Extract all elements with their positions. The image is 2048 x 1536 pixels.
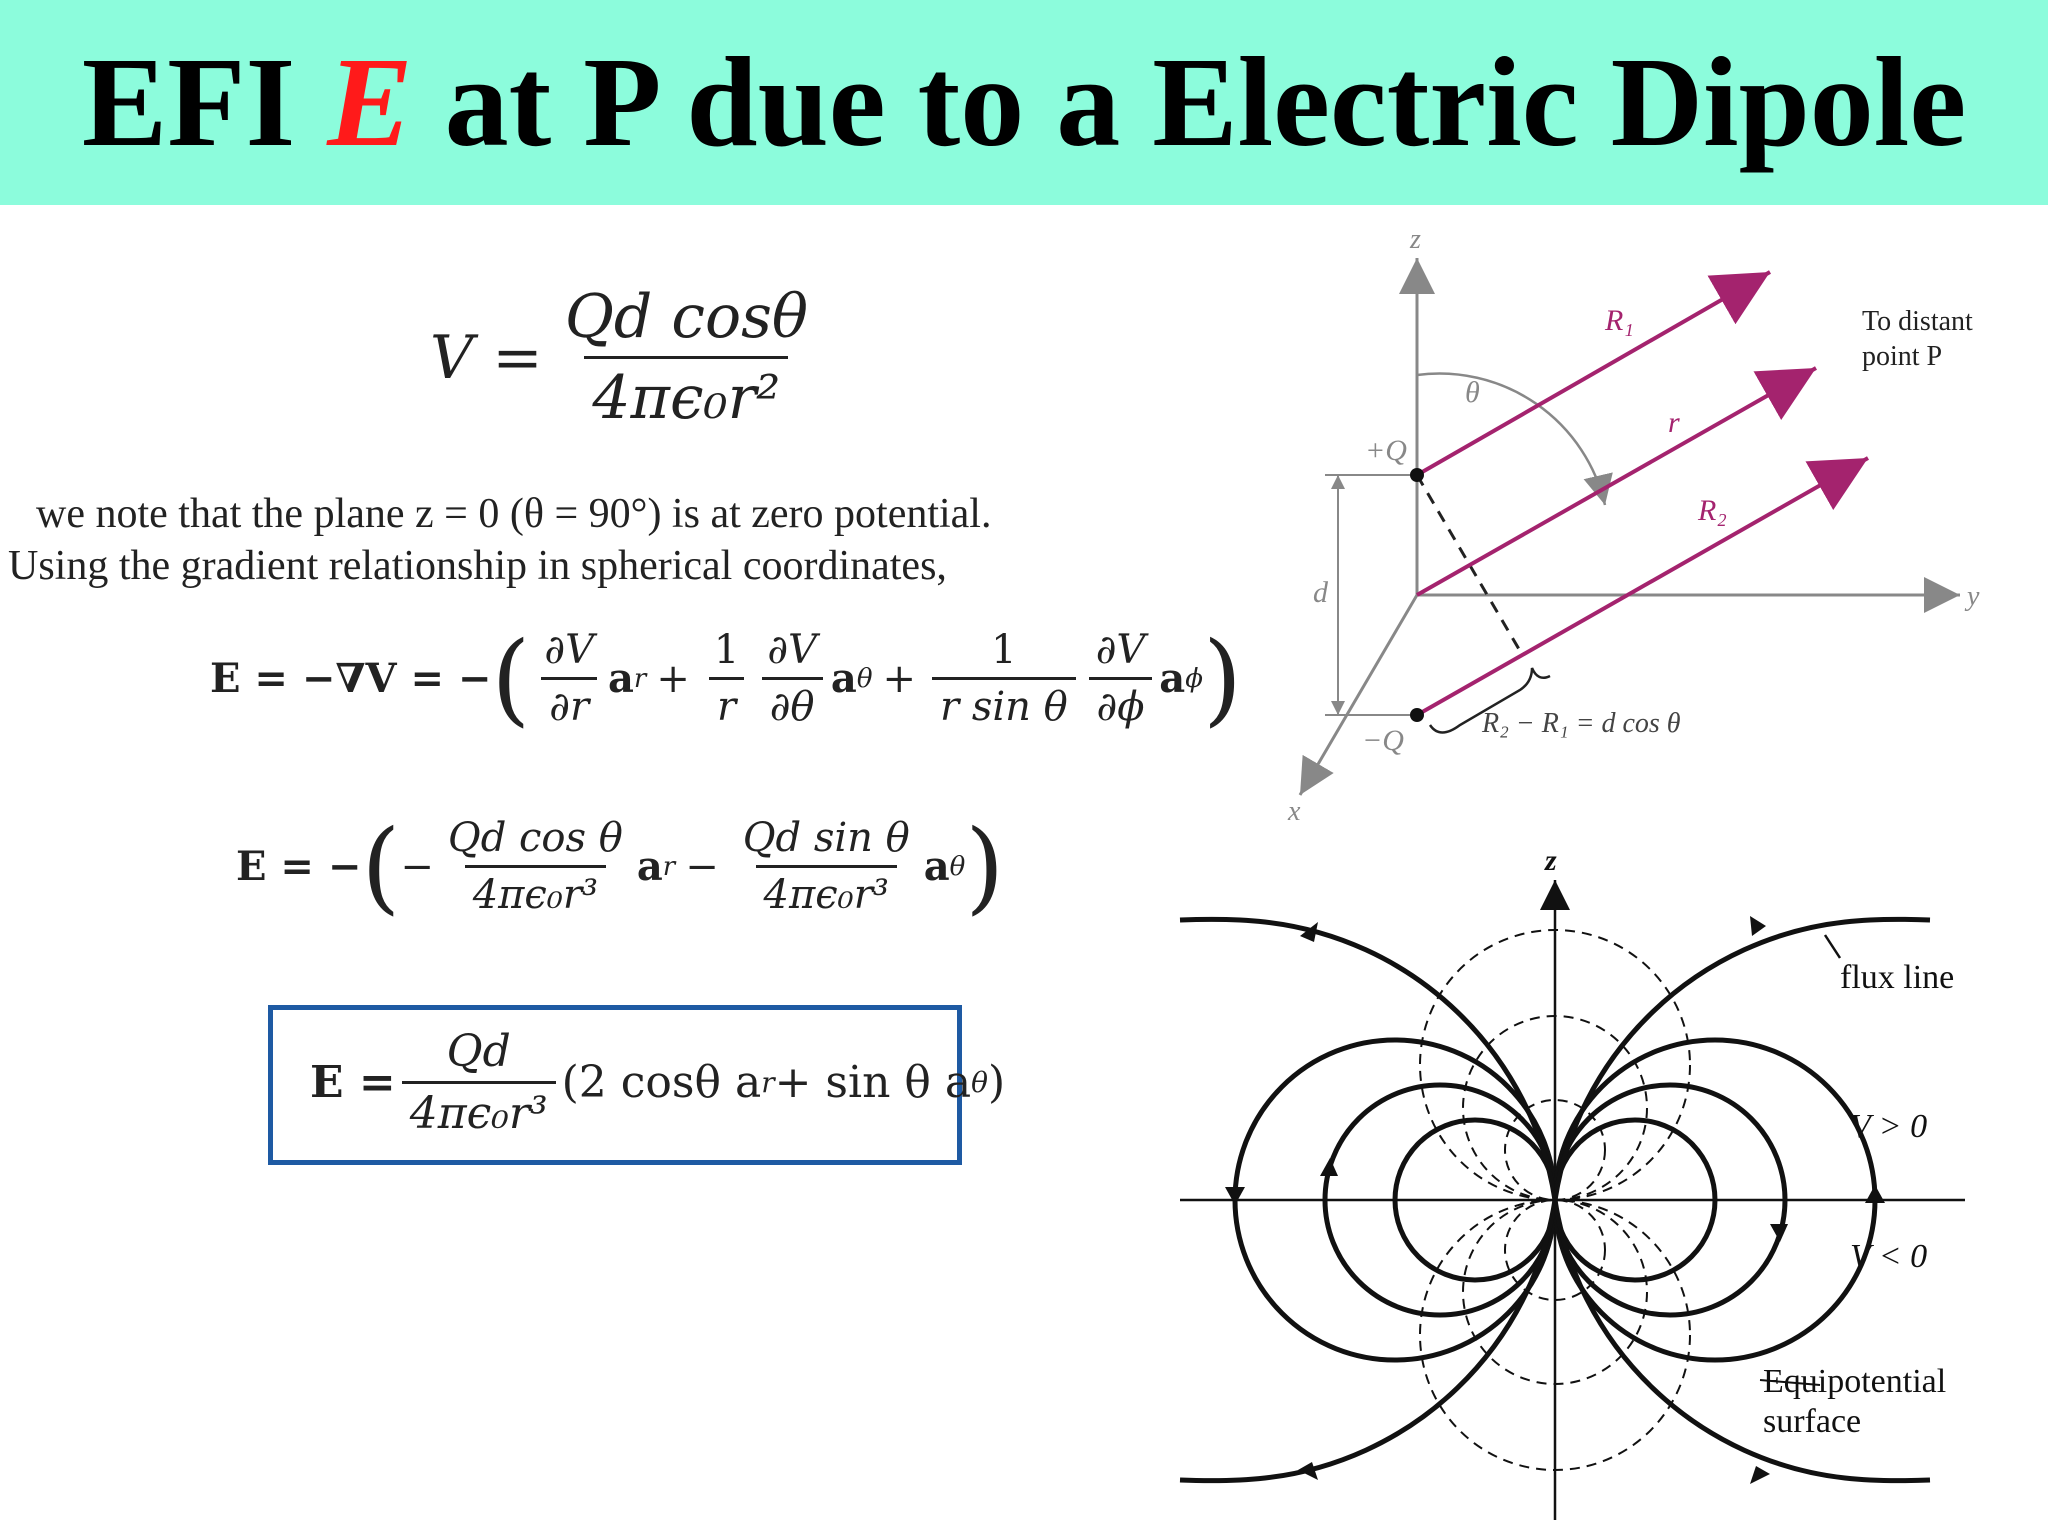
final-rhs-sub: r bbox=[761, 1066, 775, 1099]
grad-t2-vec: a bbox=[830, 655, 857, 702]
distant-point-line1: To distant bbox=[1862, 306, 1973, 337]
grad-t2-num: ∂V bbox=[767, 627, 817, 673]
top-axis-y-label: y bbox=[1964, 581, 1980, 612]
plus-charge bbox=[1410, 468, 1424, 482]
grad-t2-sub: θ bbox=[856, 663, 873, 694]
equation-potential: V = Qd cosθ 4πϵ₀r² bbox=[430, 282, 822, 433]
title-highlight: E bbox=[327, 31, 413, 173]
flux-line-label: flux line bbox=[1840, 959, 1954, 996]
grad-t1-den: ∂r bbox=[541, 677, 598, 730]
e1-t2-den: 4πϵ₀r³ bbox=[755, 865, 897, 918]
grad-t2-den: ∂θ bbox=[761, 677, 823, 730]
r-label: r bbox=[1668, 406, 1680, 439]
r2-vector bbox=[1416, 456, 1869, 717]
top-axis-x-label: x bbox=[1287, 796, 1301, 827]
v-positive-label: V > 0 bbox=[1850, 1108, 1927, 1145]
e1-t2-sub: θ bbox=[949, 851, 966, 882]
title-prefix: EFI bbox=[81, 31, 296, 173]
grad-t2-pre-num: 1 bbox=[713, 627, 740, 673]
e1-t1-sub: r bbox=[662, 851, 676, 882]
grad-t3-num: ∂V bbox=[1095, 627, 1146, 673]
grad-t3-den: ∂ϕ bbox=[1088, 677, 1153, 730]
plus-q-label: +Q bbox=[1365, 434, 1407, 467]
equation-potential-num: Qd cosθ bbox=[564, 282, 808, 352]
bottom-axis-z-label: z bbox=[1544, 844, 1557, 877]
grad-t2-pre-den: r bbox=[709, 677, 745, 730]
e1-t2-num: Qd sin θ bbox=[742, 815, 910, 861]
grad-t1-num: ∂V bbox=[544, 627, 594, 673]
title-suffix: at P due to a Electric Dipole bbox=[444, 31, 1967, 173]
equation-potential-den: 4πϵ₀r² bbox=[584, 356, 789, 433]
paragraph-line-2: Using the gradient relationship in spher… bbox=[8, 543, 947, 589]
equation-final-lhs: E = bbox=[310, 1057, 396, 1108]
grad-t1-sub: r bbox=[633, 663, 647, 694]
r1-label: R₁ bbox=[1604, 304, 1634, 337]
final-rhs-end: ) bbox=[987, 1057, 1006, 1108]
final-equation-box bbox=[268, 1005, 962, 1165]
distant-point-line2: point P bbox=[1862, 341, 1942, 372]
top-axis-z-label: z bbox=[1409, 224, 1421, 255]
grad-t1-vec: a bbox=[608, 655, 634, 702]
r-vector bbox=[1416, 366, 1817, 597]
final-rhs-mid: + sin θ a bbox=[774, 1057, 972, 1108]
final-den: 4πϵ₀r³ bbox=[401, 1081, 556, 1139]
equation-e-expanded-lhs: E = − bbox=[236, 843, 362, 890]
grad-t3-pre-num: 1 bbox=[991, 627, 1017, 673]
dipole-field-diagram: z flux line V > 0 V < 0 Equipotential su… bbox=[1179, 844, 1965, 1520]
slide-title: EFI E at P due to a Electric Dipole bbox=[0, 0, 2048, 205]
theta-label: θ bbox=[1465, 376, 1480, 409]
v-negative-label: V < 0 bbox=[1850, 1238, 1927, 1275]
e1-t2-vec: a bbox=[923, 843, 950, 890]
title-bar bbox=[0, 0, 2048, 205]
r1-vector bbox=[1416, 270, 1771, 477]
e1-t1-vec: a bbox=[636, 843, 663, 890]
equipotential-label-line1: Equipotential bbox=[1763, 1363, 1946, 1400]
e1-t1-num: Qd cos θ bbox=[447, 815, 623, 861]
grad-t3-sub: ϕ bbox=[1185, 663, 1203, 694]
path-difference-label: R₂ − R₁ = d cos θ bbox=[1481, 708, 1681, 739]
r2-label: R₂ bbox=[1697, 494, 1727, 527]
equation-gradient-lhs: E = −∇V = − bbox=[210, 655, 492, 702]
e1-t1-den: 4πϵ₀r³ bbox=[464, 865, 607, 918]
grad-t3-vec: a bbox=[1159, 655, 1186, 702]
x-axis bbox=[1298, 594, 1419, 796]
final-num: Qd bbox=[446, 1026, 511, 1077]
equipotential-label-line2: surface bbox=[1763, 1403, 1861, 1440]
grad-t3-pre-den: r sin θ bbox=[932, 677, 1076, 730]
final-rhs: (2 cosθ a bbox=[561, 1057, 762, 1108]
paragraph-line-1: we note that the plane z = 0 (θ = 90°) i… bbox=[36, 491, 992, 537]
d-label: d bbox=[1313, 576, 1329, 609]
final-rhs-sub2: θ bbox=[971, 1066, 988, 1099]
equation-potential-lhs: V = bbox=[430, 322, 543, 393]
dipole-geometry-diagram: z y x +Q −Q d θ R₁ r R₂ To distant point… bbox=[1287, 224, 1980, 827]
minus-q-label: −Q bbox=[1362, 724, 1404, 757]
minus-charge bbox=[1410, 708, 1424, 722]
